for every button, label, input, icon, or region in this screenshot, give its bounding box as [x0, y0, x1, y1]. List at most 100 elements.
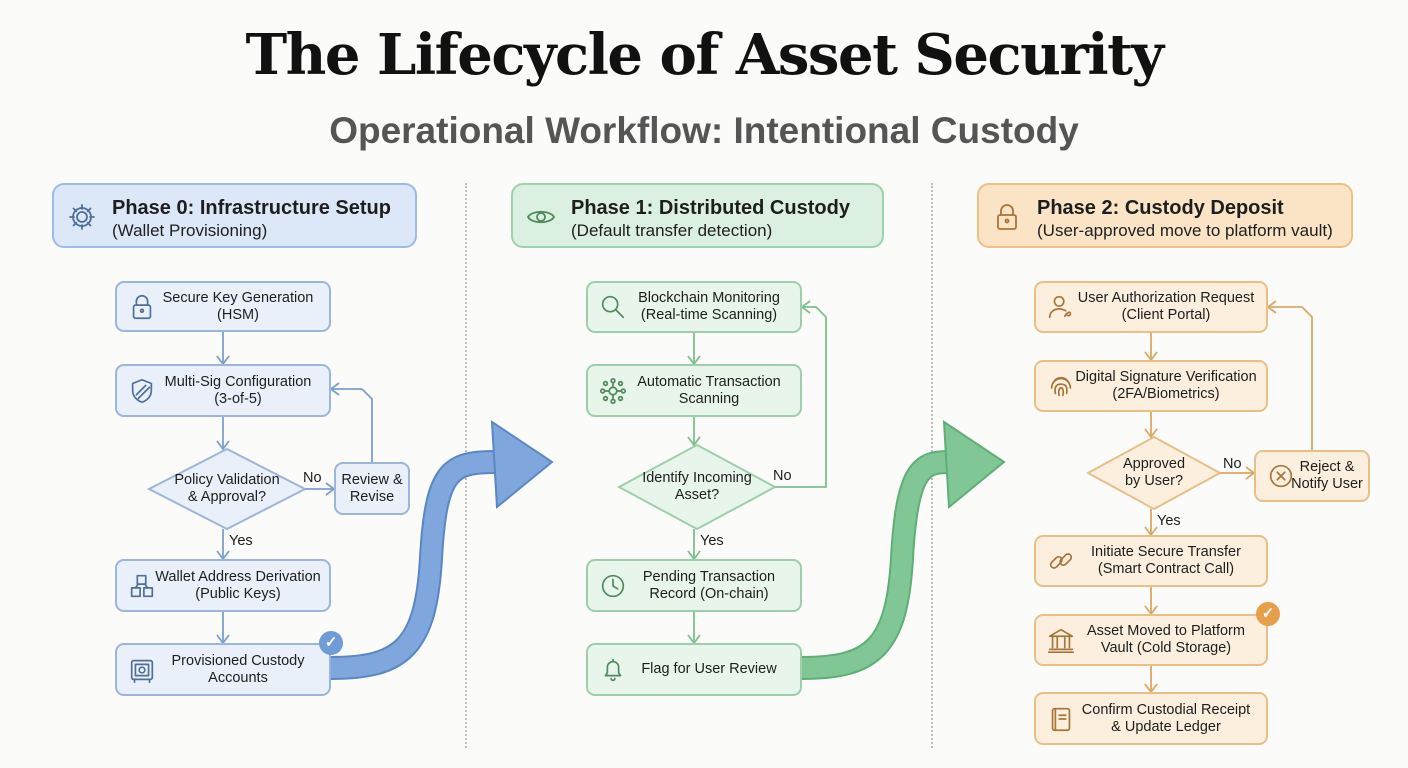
cubes-icon [127, 571, 157, 601]
step-box[interactable]: Secure Key Generation(HSM) [115, 281, 331, 332]
lock-icon [991, 201, 1023, 233]
loop-arrow [331, 388, 373, 462]
check-badge-icon: ✓ [319, 631, 343, 655]
step-box[interactable]: Confirm Custodial Receipt& Update Ledger [1034, 692, 1268, 745]
side-box[interactable]: Reject &Notify User [1254, 450, 1370, 502]
yes-label: Yes [700, 533, 724, 549]
phase-header-1: Phase 1: Distributed Custody (Default tra… [511, 183, 884, 248]
step-label: Digital Signature Verification(2FA/Biome… [1036, 369, 1266, 403]
step-title: Secure Key Generation [162, 289, 314, 306]
step-title: Pending Transaction [642, 568, 776, 585]
gear-icon [66, 201, 98, 233]
step-label: User Authorization Request(Client Portal… [1036, 290, 1266, 324]
decision-line: & Approval? [187, 489, 267, 505]
side-box-line: Revise [349, 488, 395, 505]
loop-arrow [775, 306, 827, 488]
step-subtitle: (3-of-5) [214, 390, 262, 407]
phase-header-2: Phase 2: Custody Deposit (User-approved m… [977, 183, 1353, 248]
side-box-line: Notify User [1291, 476, 1363, 492]
phase-0-to-1-arrow-head-icon [490, 420, 554, 510]
step-title: Digital Signature Verification [1075, 369, 1257, 385]
step-subtitle: (Smart Contract Call) [1097, 561, 1235, 577]
side-box-line: Reject & [1299, 459, 1355, 475]
decision-line: Asset? [674, 487, 720, 503]
side-box[interactable]: Review &Revise [334, 462, 410, 515]
phase-0-to-1-arrow [330, 452, 498, 678]
clock-icon [598, 571, 628, 601]
page-subtitle: Operational Workflow: Intentional Custod… [329, 110, 1079, 151]
arrowhead-icon [329, 382, 340, 396]
step-box[interactable]: Flag for User Review [586, 643, 802, 696]
lock-icon [127, 292, 157, 322]
step-title: User Authorization Request [1077, 290, 1255, 306]
step-title: Provisioned Custody [171, 652, 305, 669]
side-box-label: Reject &Notify User [1256, 459, 1368, 493]
step-label: Wallet Address Derivation(Public Keys) [117, 569, 329, 603]
safe-icon [127, 655, 157, 685]
step-label: Confirm Custodial Receipt& Update Ledger [1036, 702, 1266, 736]
network-icon [598, 376, 628, 406]
step-title: Initiate Secure Transfer [1091, 544, 1241, 560]
step-box[interactable]: User Authorization Request(Client Portal… [1034, 281, 1268, 333]
step-title: Wallet Address Derivation [155, 568, 321, 585]
eye-icon [525, 201, 557, 233]
no-label: No [303, 470, 322, 486]
decision-diamond [146, 447, 308, 531]
magnifier-icon [598, 292, 628, 322]
phase-1-to-2-arrow [801, 452, 950, 678]
phase-header-0: Phase 0: Infrastructure Setup(Wallet Pro… [52, 183, 417, 248]
step-subtitle: (2FA/Biometrics) [1112, 386, 1220, 402]
step-title: Automatic Transaction [637, 373, 781, 390]
step-label: Blockchain Monitoring(Real-time Scanning… [588, 290, 800, 324]
step-box[interactable]: Wallet Address Derivation(Public Keys) [115, 559, 331, 612]
step-subtitle: Vault (Cold Storage) [1100, 640, 1232, 656]
step-title: Flag for User Review [641, 661, 777, 677]
step-title: Multi-Sig Configuration [164, 373, 312, 390]
check-badge-icon: ✓ [1256, 602, 1280, 626]
phase-subtitle: (Wallet Provisioning) [112, 221, 268, 240]
phase-title: Phase 2: Custody Deposit [1037, 197, 1284, 219]
step-box[interactable]: Initiate Secure Transfer(Smart Contract … [1034, 535, 1268, 587]
step-label: Initiate Secure Transfer(Smart Contract … [1036, 544, 1266, 578]
phase-subtitle: (User-approved move to platform vault) [1037, 221, 1333, 240]
decision-line: Policy Validation [174, 472, 280, 488]
fingerprint-icon [1046, 371, 1076, 401]
arrowhead-icon [1266, 300, 1277, 314]
side-box-label: Review &Revise [336, 472, 408, 506]
step-box[interactable]: Multi-Sig Configuration(3-of-5) [115, 364, 331, 417]
arrowhead-icon [800, 300, 811, 314]
step-label: Multi-Sig Configuration(3-of-5) [117, 374, 329, 408]
decision-diamond [616, 443, 778, 531]
link-icon [1046, 546, 1076, 576]
page-title: The Lifecycle of Asset Security [245, 22, 1164, 88]
bank-icon [1046, 625, 1076, 655]
step-box[interactable]: Blockchain Monitoring(Real-time Scanning… [586, 281, 802, 333]
step-subtitle: Scanning [678, 390, 740, 407]
shield-icon [127, 376, 157, 406]
phase-1-to-2-arrow-head-icon [942, 420, 1006, 510]
arrowhead-icon [1144, 428, 1158, 439]
no-label: No [1223, 456, 1242, 472]
bell-icon [598, 655, 628, 685]
step-box[interactable]: Digital Signature Verification(2FA/Biome… [1034, 360, 1268, 412]
step-subtitle: (Real-time Scanning) [640, 307, 778, 323]
step-title: Asset Moved to Platform [1087, 623, 1245, 639]
no-label: No [773, 468, 792, 484]
step-subtitle: (HSM) [217, 306, 259, 323]
arrowhead-icon [687, 436, 701, 447]
phase-subtitle: (Default transfer detection) [571, 221, 773, 240]
step-subtitle: & Update Ledger [1111, 718, 1221, 735]
decision-line: by User? [1124, 473, 1184, 489]
yes-label: Yes [1157, 513, 1181, 529]
step-title: Blockchain Monitoring [638, 290, 780, 306]
step-subtitle: (Client Portal) [1121, 307, 1211, 323]
phase-title: Phase 1: Distributed Custody [571, 197, 850, 219]
